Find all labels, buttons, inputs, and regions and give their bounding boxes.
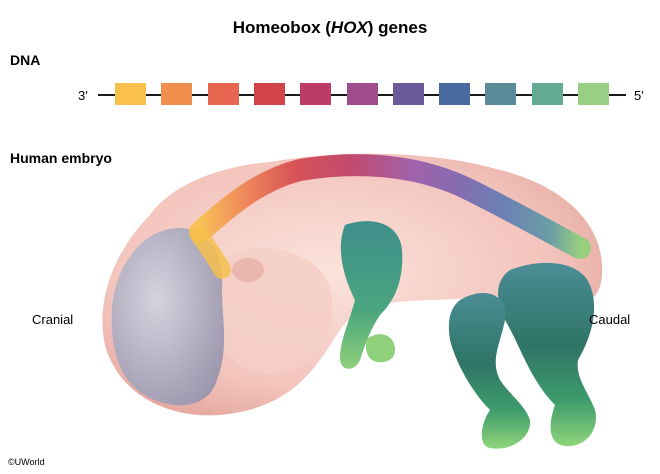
embryo-label: Human embryo (10, 150, 112, 166)
dna-5-prime-label: 5′ (634, 88, 644, 103)
hox-gene-box (115, 83, 146, 105)
hox-italic: HOX (330, 18, 368, 37)
embryo-leg-rear (498, 262, 596, 447)
hox-gene-box (161, 83, 193, 105)
embryo-leg-front (448, 292, 531, 449)
hox-gene-box (207, 83, 239, 105)
hox-gene-box (439, 83, 471, 105)
hox-gene-box (300, 83, 332, 105)
embryo-brain (111, 228, 225, 406)
embryo-ear (232, 258, 264, 282)
hox-gene-box (578, 83, 609, 105)
hox-gene-box (485, 83, 517, 105)
hox-gene-box (346, 83, 378, 105)
embryo-arm (340, 221, 403, 369)
diagram-title: Homeobox (HOX) genes (232, 18, 428, 37)
dna-label: DNA (10, 52, 41, 68)
spinal-hox-band (189, 154, 591, 259)
caudal-label: Caudal (589, 312, 631, 327)
embryo-hand (365, 334, 395, 363)
hox-gene-box (531, 83, 563, 105)
cranial-label: Cranial (32, 312, 74, 327)
hox-gene-box (392, 83, 424, 105)
hox-gene-box (253, 83, 285, 105)
spinal-hox-band-base (191, 227, 231, 279)
copyright-notice: ©UWorld (8, 457, 45, 467)
embryo-face (214, 247, 333, 374)
dna-3-prime-label: 3′ (78, 88, 88, 103)
